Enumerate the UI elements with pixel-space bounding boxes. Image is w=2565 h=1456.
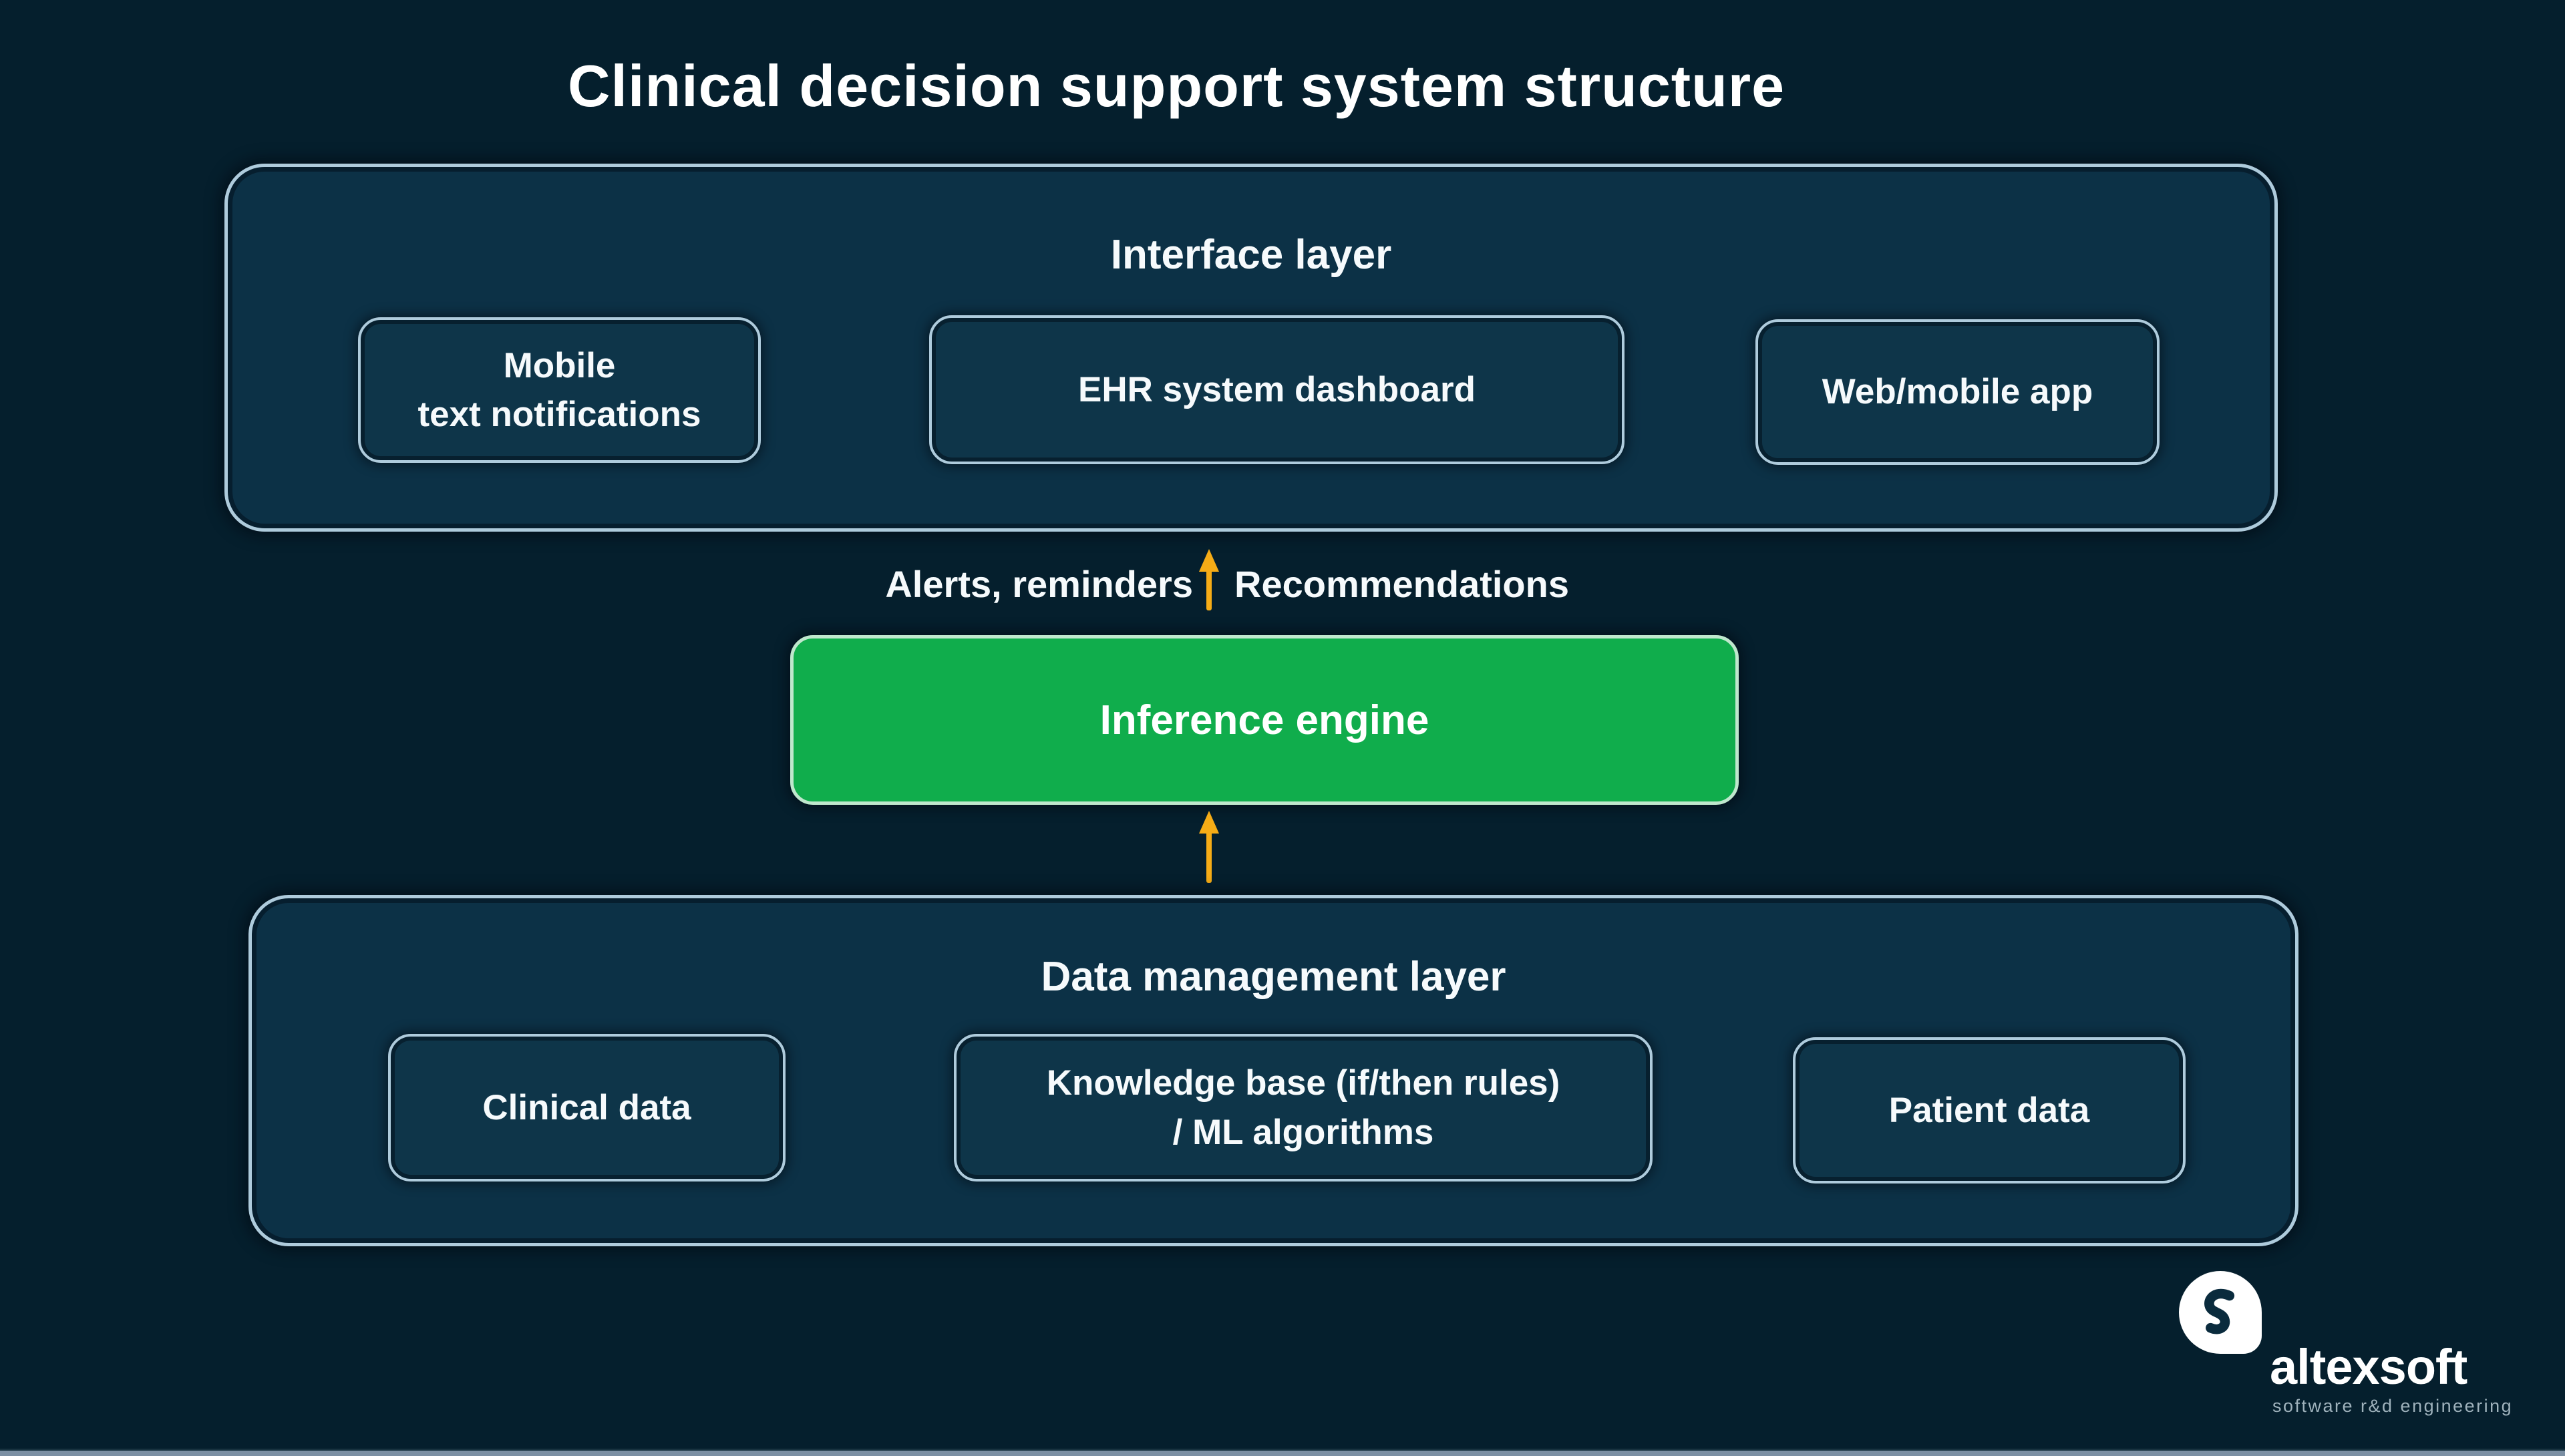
node-web-mobile-app: Web/mobile app — [1755, 319, 2160, 465]
interface-layer-title: Interface layer — [1110, 232, 1392, 278]
node-label-line: Mobile — [503, 345, 616, 385]
node-patient-data: Patient data — [1793, 1037, 2186, 1184]
altexsoft-wordmark: altexsoft — [2270, 1339, 2467, 1395]
altexsoft-tagline: software r&d engineering — [2272, 1396, 2514, 1416]
data-management-layer-title: Data management layer — [1041, 954, 1506, 1000]
flow-label-recommendations: Recommendations — [1234, 563, 1569, 605]
node-label-line: text notifications — [417, 395, 701, 434]
arrow-up-icon — [1194, 809, 1224, 884]
node-mobile-text-notifications: Mobile text notifications — [358, 317, 761, 463]
arrow-up-icon — [1194, 548, 1224, 612]
node-label-line: Clinical data — [482, 1087, 691, 1127]
interface-layer-panel: Interface layer Mobile text notification… — [224, 164, 2278, 532]
node-label-line: Knowledge base (if/then rules) — [1046, 1063, 1560, 1103]
flow-label-alerts-reminders: Alerts, reminders — [885, 563, 1193, 605]
node-label-line: Patient data — [1888, 1090, 2090, 1130]
inference-engine-label: Inference engine — [1099, 697, 1429, 743]
altexsoft-logo-mark-icon — [2179, 1271, 2262, 1354]
bottom-edge-strip — [0, 1449, 2565, 1456]
inference-engine-box: Inference engine — [790, 635, 1739, 805]
data-management-layer-panel: Data management layer Clinical data Know… — [248, 895, 2298, 1246]
node-label-line: / ML algorithms — [1172, 1112, 1434, 1152]
node-label-line: EHR system dashboard — [1078, 369, 1476, 409]
node-label-line: Web/mobile app — [1822, 372, 2093, 412]
node-clinical-data: Clinical data — [388, 1034, 786, 1181]
page-title: Clinical decision support system structu… — [568, 53, 1785, 119]
node-ehr-system-dashboard: EHR system dashboard — [929, 315, 1624, 464]
node-knowledge-base: Knowledge base (if/then rules) / ML algo… — [954, 1034, 1653, 1181]
